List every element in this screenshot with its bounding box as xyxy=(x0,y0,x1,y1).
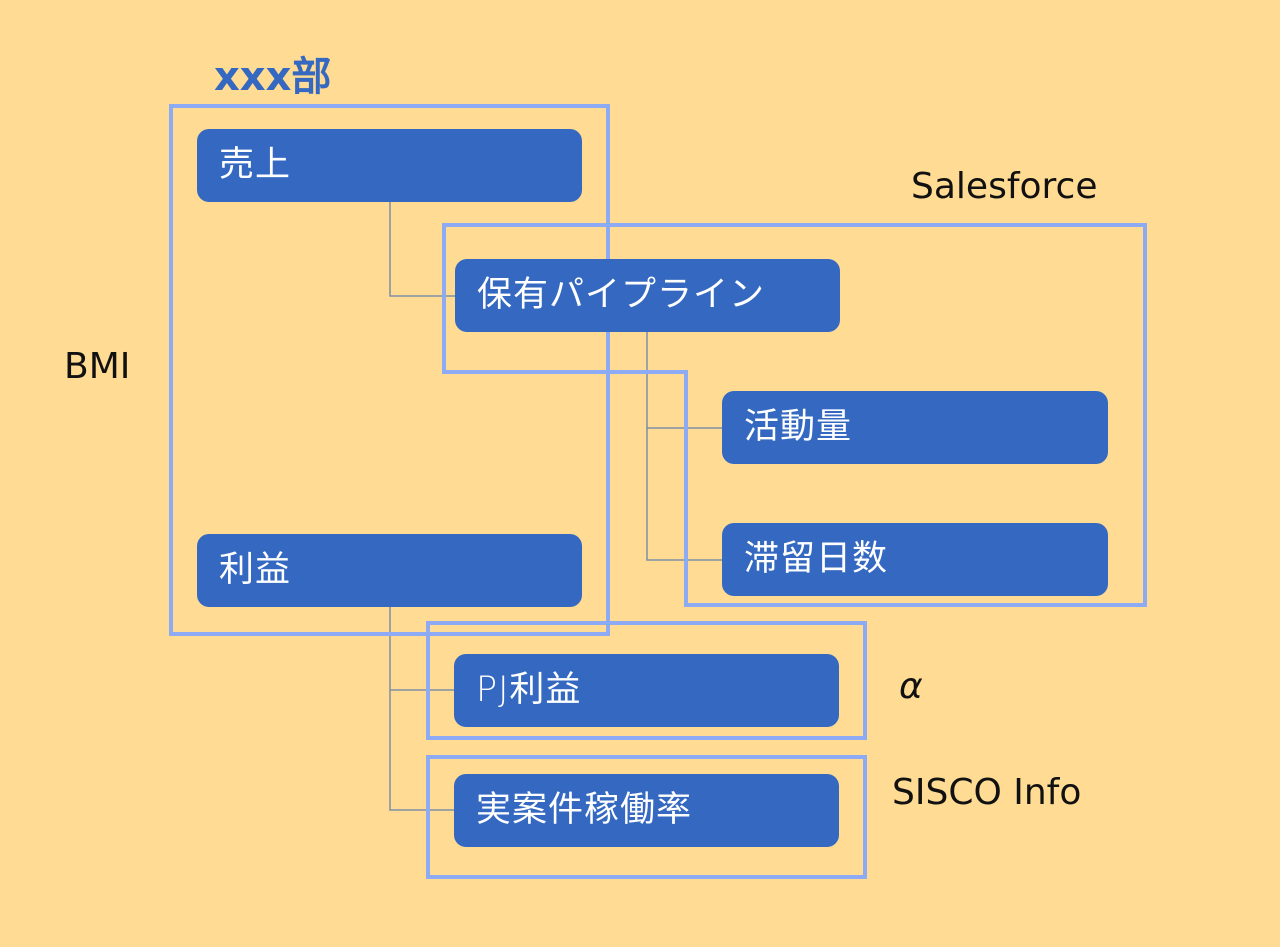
label-sisco: SISCO Info xyxy=(892,772,1082,813)
node-katsudo[interactable]: 活動量 xyxy=(722,391,1108,464)
label-alpha: α xyxy=(899,666,923,707)
group-salesforce xyxy=(442,223,1147,607)
node-rieki[interactable]: 利益 xyxy=(197,534,582,607)
connector-pipeline-teiryu xyxy=(646,428,722,561)
connector-rieki-kadoritsu xyxy=(389,690,455,811)
node-pipeline[interactable]: 保有パイプライン xyxy=(455,259,840,332)
department-title: xxx部 xyxy=(214,54,332,100)
node-kadoritsu[interactable]: 実案件稼働率 xyxy=(454,774,839,847)
connector-rieki-pj xyxy=(389,606,455,691)
group-alpha xyxy=(426,621,867,740)
node-pj-rieki[interactable]: PJ利益 xyxy=(454,654,839,727)
label-salesforce: Salesforce xyxy=(911,166,1098,207)
node-uriage[interactable]: 売上 xyxy=(197,129,582,202)
connector-uriage-pipeline xyxy=(389,202,455,297)
group-sisco xyxy=(426,755,867,879)
label-bmi: BMI xyxy=(64,346,131,387)
node-teiryu[interactable]: 滞留日数 xyxy=(722,523,1108,596)
